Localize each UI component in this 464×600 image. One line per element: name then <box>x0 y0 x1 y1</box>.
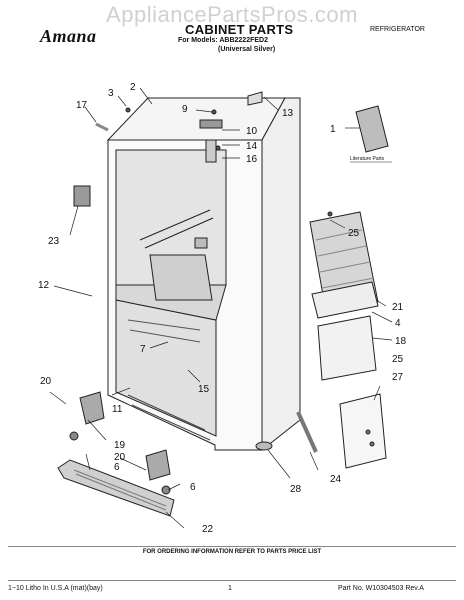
part-number: Part No. W10304503 Rev.A <box>338 585 424 592</box>
access-panel <box>317 315 377 381</box>
callout-22: 22 <box>202 524 214 535</box>
callout-25: 25 <box>348 228 360 239</box>
cabinet-right-side <box>261 97 301 452</box>
model-line-2: (Universal Silver) <box>218 46 276 53</box>
callout-7: 7 <box>140 344 146 355</box>
callout-14: 14 <box>246 141 258 152</box>
callout-20b: 20 <box>114 452 126 463</box>
callout-13: 13 <box>282 108 294 119</box>
callout-12: 12 <box>38 280 50 291</box>
callout-16: 16 <box>246 154 258 165</box>
callout-15: 15 <box>198 384 210 395</box>
callout-6: 6 <box>114 462 120 473</box>
callout-24: 24 <box>330 474 342 485</box>
callout-23: 23 <box>48 236 60 247</box>
callout-4: 4 <box>395 318 401 329</box>
callout-6b: 6 <box>190 482 196 493</box>
category-label: REFRIGERATOR <box>370 26 425 33</box>
ordering-info: FOR ORDERING INFORMATION REFER TO PARTS … <box>142 549 322 555</box>
literature-parts <box>355 105 389 153</box>
callout-2: 2 <box>130 82 136 93</box>
watermark: AppliancePartsPros.com <box>106 2 358 27</box>
callout-28: 28 <box>290 484 302 495</box>
callout-20: 20 <box>40 376 52 387</box>
callout-21: 21 <box>392 302 404 313</box>
callout-18: 18 <box>395 336 407 347</box>
callout-1: 1 <box>330 124 336 135</box>
callout-9: 9 <box>182 104 188 115</box>
divider-top <box>8 546 456 547</box>
callout-19: 19 <box>114 440 126 451</box>
divider-bottom <box>8 580 456 581</box>
cabinet-top <box>106 97 286 141</box>
callout-27: 27 <box>392 372 404 383</box>
callout-11: 11 <box>112 404 123 415</box>
callout-10: 10 <box>246 126 258 137</box>
model-line-1: For Models: ABB2222FED2 <box>178 37 268 44</box>
literature-label: Literature Parts <box>350 156 385 162</box>
litho-info: 1−10 Litho In U.S.A (mat)(bay) <box>8 585 103 592</box>
hinge-top <box>199 119 223 129</box>
callout-3: 3 <box>108 88 114 99</box>
page-title: CABINET PARTS <box>185 22 294 37</box>
liner-back <box>149 254 213 301</box>
page-number: 1 <box>228 585 232 592</box>
model-info: For Models: ABB2222FED2 (Universal Silve… <box>178 36 275 54</box>
brand-logo: Amana <box>40 26 97 46</box>
callout-17: 17 <box>76 100 88 111</box>
callout-25b: 25 <box>392 354 404 365</box>
cover-plate <box>339 393 387 469</box>
